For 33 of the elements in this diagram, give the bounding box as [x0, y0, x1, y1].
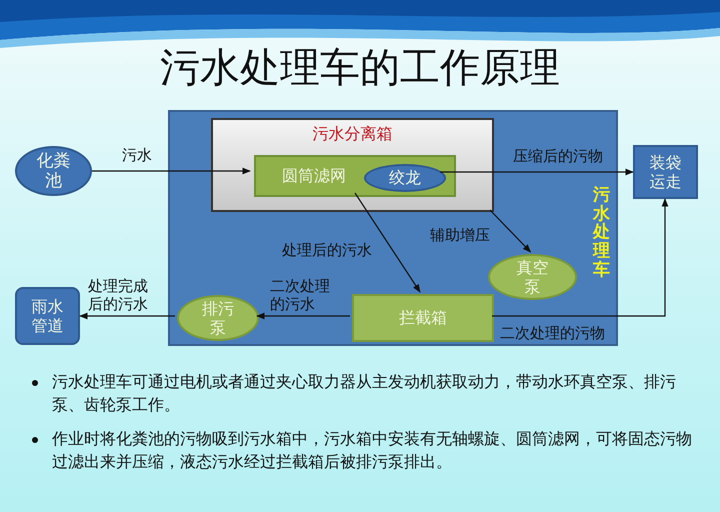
vehicle-panel: [168, 110, 618, 346]
bullet-text: 污水处理车可通过电机或者通过夹心取力器从主发动机获取动力，带动水环真空泵、排污泵、齿轮泵工作。: [52, 371, 677, 416]
separator-box: [211, 118, 494, 212]
edge-label: 辅助增压: [430, 226, 490, 244]
node-label: 圆筒滤网: [282, 166, 346, 186]
filter-box: [254, 155, 456, 197]
node-label: 污水处理车: [593, 186, 610, 280]
arrow: [256, 312, 350, 320]
bagging-box: [633, 145, 698, 199]
edge-label: 二次处理的污水: [270, 277, 330, 313]
drain-pipe-box: [15, 287, 80, 345]
node-label: 排污泵: [201, 298, 235, 338]
node-label: 污水分离箱: [312, 124, 392, 144]
node-label: 绞龙: [388, 168, 422, 188]
arrow: [440, 168, 634, 176]
bullet-text: 作业时将化粪池的污物吸到污水箱中，污水箱中安装有无轴螺旋、圆筒滤网，可将固态污物过滤出来并压缩，液态污水经过拦截箱后被排污泵排出。: [52, 428, 692, 474]
interceptor-box: [352, 294, 494, 342]
edge-label: 处理完成后的污水: [88, 277, 148, 313]
slide-title: 污水处理车的工作原理: [159, 44, 561, 93]
arrow: [92, 168, 251, 174]
arrow: [79, 312, 175, 320]
node-label: 化粪池: [35, 150, 72, 192]
node-label: 真空泵: [516, 258, 550, 296]
node-label: 雨水管道: [30, 296, 64, 336]
arrow: [354, 192, 420, 293]
edge-label: 处理后的污水: [282, 241, 372, 259]
node-label: 拦截箱: [399, 308, 447, 328]
edge-label: 压缩后的污物: [513, 147, 603, 165]
arrow: [492, 198, 668, 317]
node-label: 装袋运走: [648, 152, 682, 192]
arrow: [490, 210, 532, 253]
edge-label: 二次处理的污物: [500, 324, 605, 342]
edge-label: 污水: [122, 146, 152, 164]
